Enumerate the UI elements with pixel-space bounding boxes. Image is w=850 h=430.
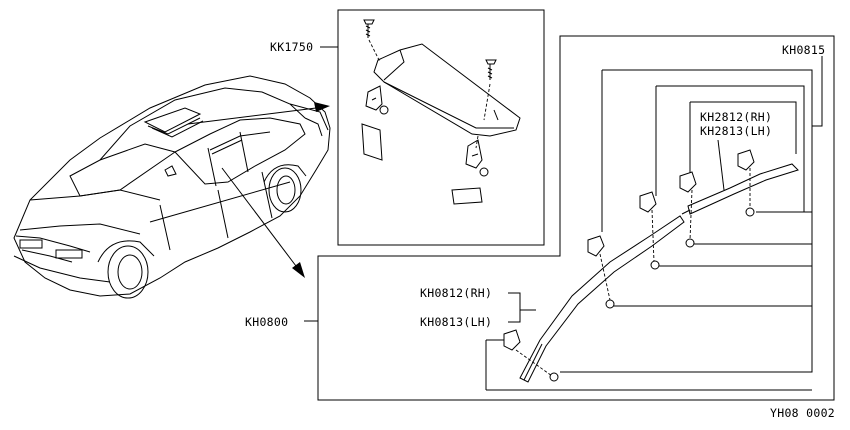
diagram-code: YH08 0002 [770,406,836,420]
label-kh2812: KH2812(RH) [700,110,773,124]
label-kh0813: KH0813(LH) [420,315,493,329]
label-kh0815: KH0815 [782,43,826,57]
car-illustration [13,75,331,299]
pointer-arrows [187,102,330,278]
label-kk1750: KK1750 [270,40,314,54]
kk1750-detail-box [320,9,545,246]
kh0800-detail-box [304,35,835,401]
label-kh2813: KH2813(LH) [700,124,773,138]
label-kh0812: KH0812(RH) [420,286,493,300]
label-kh0800: KH0800 [245,315,289,329]
